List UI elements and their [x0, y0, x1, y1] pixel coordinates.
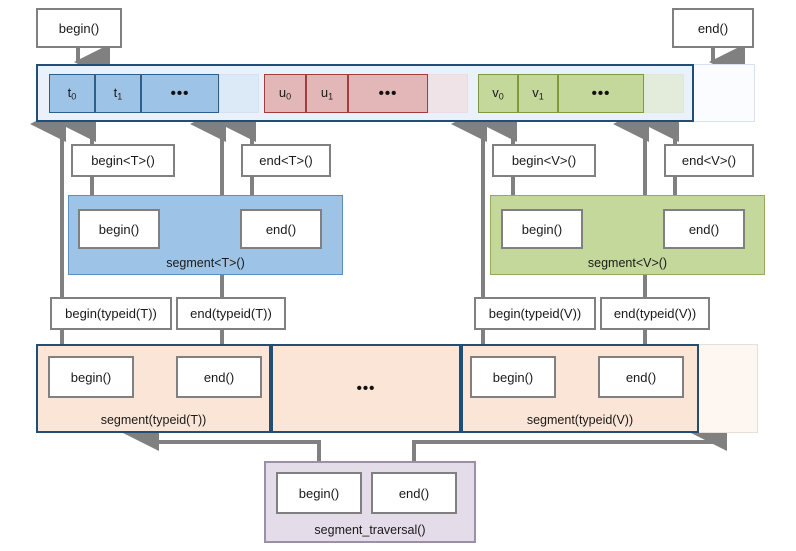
typeid-segment-t-begin-box[interactable]: begin() — [48, 356, 134, 398]
end-typeid-t-box[interactable]: end(typeid(T)) — [176, 297, 286, 330]
begin-typeid-t-box[interactable]: begin(typeid(T)) — [50, 297, 172, 330]
begin-typeid-v-label: begin(typeid(V)) — [488, 306, 582, 321]
typeid-segment-middle-label: ••• — [356, 380, 376, 397]
top-end-box[interactable]: end() — [672, 8, 754, 48]
segment-t-begin-box[interactable]: begin() — [78, 209, 160, 249]
segment-t-end-label: end() — [265, 221, 297, 237]
segment-t-label: segment<T>() — [166, 256, 245, 270]
buffer-cell-t1: t1 — [95, 74, 141, 113]
typeid-segment-t-end-label: end() — [203, 369, 235, 385]
segment-traversal-begin-box[interactable]: begin() — [276, 472, 362, 514]
typeid-segment-v-end-box[interactable]: end() — [598, 356, 684, 398]
buffer-cell-u-more: ••• — [348, 74, 428, 113]
segment-traversal-begin-label: begin() — [298, 485, 340, 501]
segment-traversal-label: segment_traversal() — [314, 523, 426, 537]
segment-v-begin-box[interactable]: begin() — [501, 209, 583, 249]
end-t-caller-label: end<T>() — [259, 153, 313, 168]
end-typeid-t-label: end(typeid(T)) — [190, 306, 272, 321]
typeid-segment-v-begin-box[interactable]: begin() — [470, 356, 556, 398]
buffer-cell-t0: t0 — [49, 74, 95, 113]
buffer-cell-t1-label: t1 — [113, 85, 123, 102]
segment-v-end-box[interactable]: end() — [663, 209, 745, 249]
buffer-cell-v1: v1 — [518, 74, 558, 113]
begin-v-caller-box[interactable]: begin<V>() — [492, 144, 596, 177]
typeid-segment-t-label: segment(typeid(T)) — [100, 413, 207, 427]
typeid-segment-t-end-box[interactable]: end() — [176, 356, 262, 398]
begin-typeid-t-label: begin(typeid(T)) — [65, 306, 157, 321]
buffer-cell-v1-label: v1 — [532, 85, 544, 102]
end-v-caller-label: end<V>() — [681, 153, 737, 168]
end-typeid-v-box[interactable]: end(typeid(V)) — [600, 297, 710, 330]
buffer-cell-t-more: ••• — [141, 74, 219, 113]
top-begin-box[interactable]: begin() — [36, 8, 122, 48]
buffer-cell-u1: u1 — [306, 74, 348, 113]
buffer-cell-u0: u0 — [264, 74, 306, 113]
buffer-cell-u1-label: u1 — [320, 85, 334, 102]
segment-t-end-box[interactable]: end() — [240, 209, 322, 249]
top-end-label: end() — [697, 20, 729, 36]
segment-t-begin-label: begin() — [98, 221, 140, 237]
buffer-cell-t-pad — [219, 74, 259, 113]
end-typeid-v-label: end(typeid(V)) — [613, 306, 697, 321]
buffer-tail-band — [693, 64, 755, 122]
buffer-cell-v-more: ••• — [558, 74, 644, 113]
buffer-cell-v0-label: v0 — [492, 85, 504, 102]
begin-t-caller-label: begin<T>() — [91, 153, 155, 168]
segment-v-begin-label: begin() — [521, 221, 563, 237]
segment-v-label: segment<V>() — [587, 256, 668, 270]
buffer-cell-u0-label: u0 — [278, 85, 292, 102]
top-begin-label: begin() — [58, 20, 100, 36]
segment-traversal-end-label: end() — [398, 485, 430, 501]
begin-v-caller-label: begin<V>() — [511, 153, 577, 168]
buffer-cell-t-more-label: ••• — [170, 85, 190, 102]
begin-t-caller-box[interactable]: begin<T>() — [71, 144, 175, 177]
end-t-caller-box[interactable]: end<T>() — [241, 144, 331, 177]
buffer-cell-t0-label: t0 — [67, 85, 77, 102]
buffer-cell-u-pad — [428, 74, 468, 113]
typeid-segment-v-end-label: end() — [625, 369, 657, 385]
typeid-segment-t-begin-label: begin() — [70, 369, 112, 385]
buffer-cell-v-more-label: ••• — [591, 85, 611, 102]
typeid-row-tail — [698, 344, 758, 433]
segment-traversal-end-box[interactable]: end() — [371, 472, 457, 514]
buffer-cell-v-pad — [644, 74, 684, 113]
end-v-caller-box[interactable]: end<V>() — [664, 144, 754, 177]
begin-typeid-v-box[interactable]: begin(typeid(V)) — [474, 297, 596, 330]
buffer-cell-v0: v0 — [478, 74, 518, 113]
typeid-segment-v-begin-label: begin() — [492, 369, 534, 385]
typeid-segment-middle-panel: ••• — [271, 344, 461, 433]
segment-v-end-label: end() — [688, 221, 720, 237]
typeid-segment-v-label: segment(typeid(V)) — [526, 413, 634, 427]
buffer-cell-u-more-label: ••• — [378, 85, 398, 102]
